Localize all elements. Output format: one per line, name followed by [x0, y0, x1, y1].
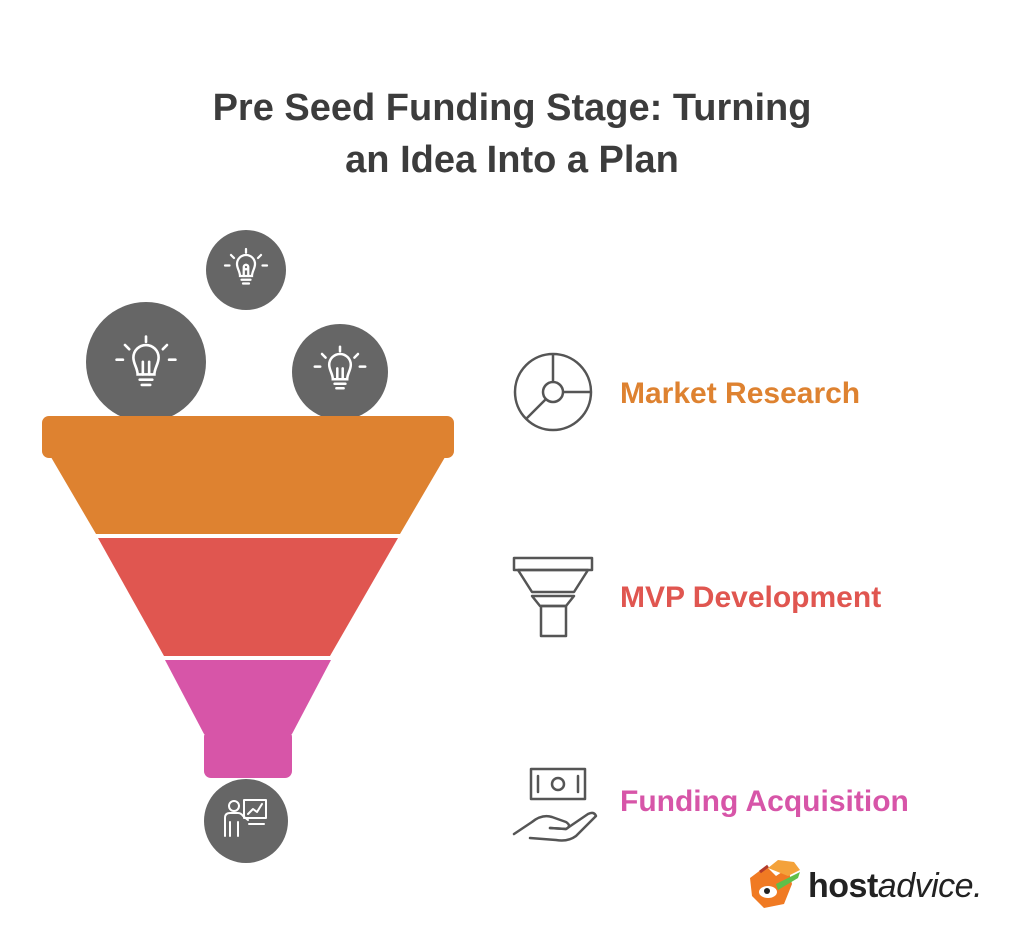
funnel-segment-funding-acquisition	[165, 660, 331, 734]
presenter-chart-icon	[224, 799, 267, 837]
funnel	[42, 416, 454, 778]
lightbulb-circle-right	[292, 324, 388, 420]
title-line-1: Pre Seed Funding Stage: Turning	[212, 87, 812, 129]
logo-text-advice: advice.	[877, 867, 983, 905]
presenter-circle	[204, 779, 288, 863]
funnel-rim	[42, 416, 454, 458]
lightbulb-icon	[223, 247, 269, 285]
stage-label-funding-acquisition: Funding Acquisition	[620, 785, 909, 818]
page-title: Pre Seed Funding Stage: Turning an Idea …	[0, 82, 1024, 186]
pie-chart-icon	[513, 352, 593, 432]
money-hand-icon	[512, 767, 598, 842]
funnel-segment-mvp-development	[98, 538, 398, 656]
lightbulb-icon	[115, 335, 177, 387]
stage-label-market-research: Market Research	[620, 377, 861, 410]
funnel-outline-icon	[512, 556, 594, 638]
funnel-spout	[204, 730, 292, 778]
lightbulb-circle-left	[86, 302, 206, 422]
lightbulb-circle-top	[206, 230, 286, 310]
stage-label-mvp-development: MVP Development	[620, 581, 882, 614]
hostadvice-logo-mascot	[750, 860, 800, 908]
funnel-segment-market-research	[48, 452, 448, 534]
logo-text-host: host	[808, 867, 878, 905]
title-line-2: an Idea Into a Plan	[345, 139, 679, 181]
lightbulb-icon	[313, 345, 367, 390]
hostadvice-logo: hostadvice.	[808, 866, 983, 906]
